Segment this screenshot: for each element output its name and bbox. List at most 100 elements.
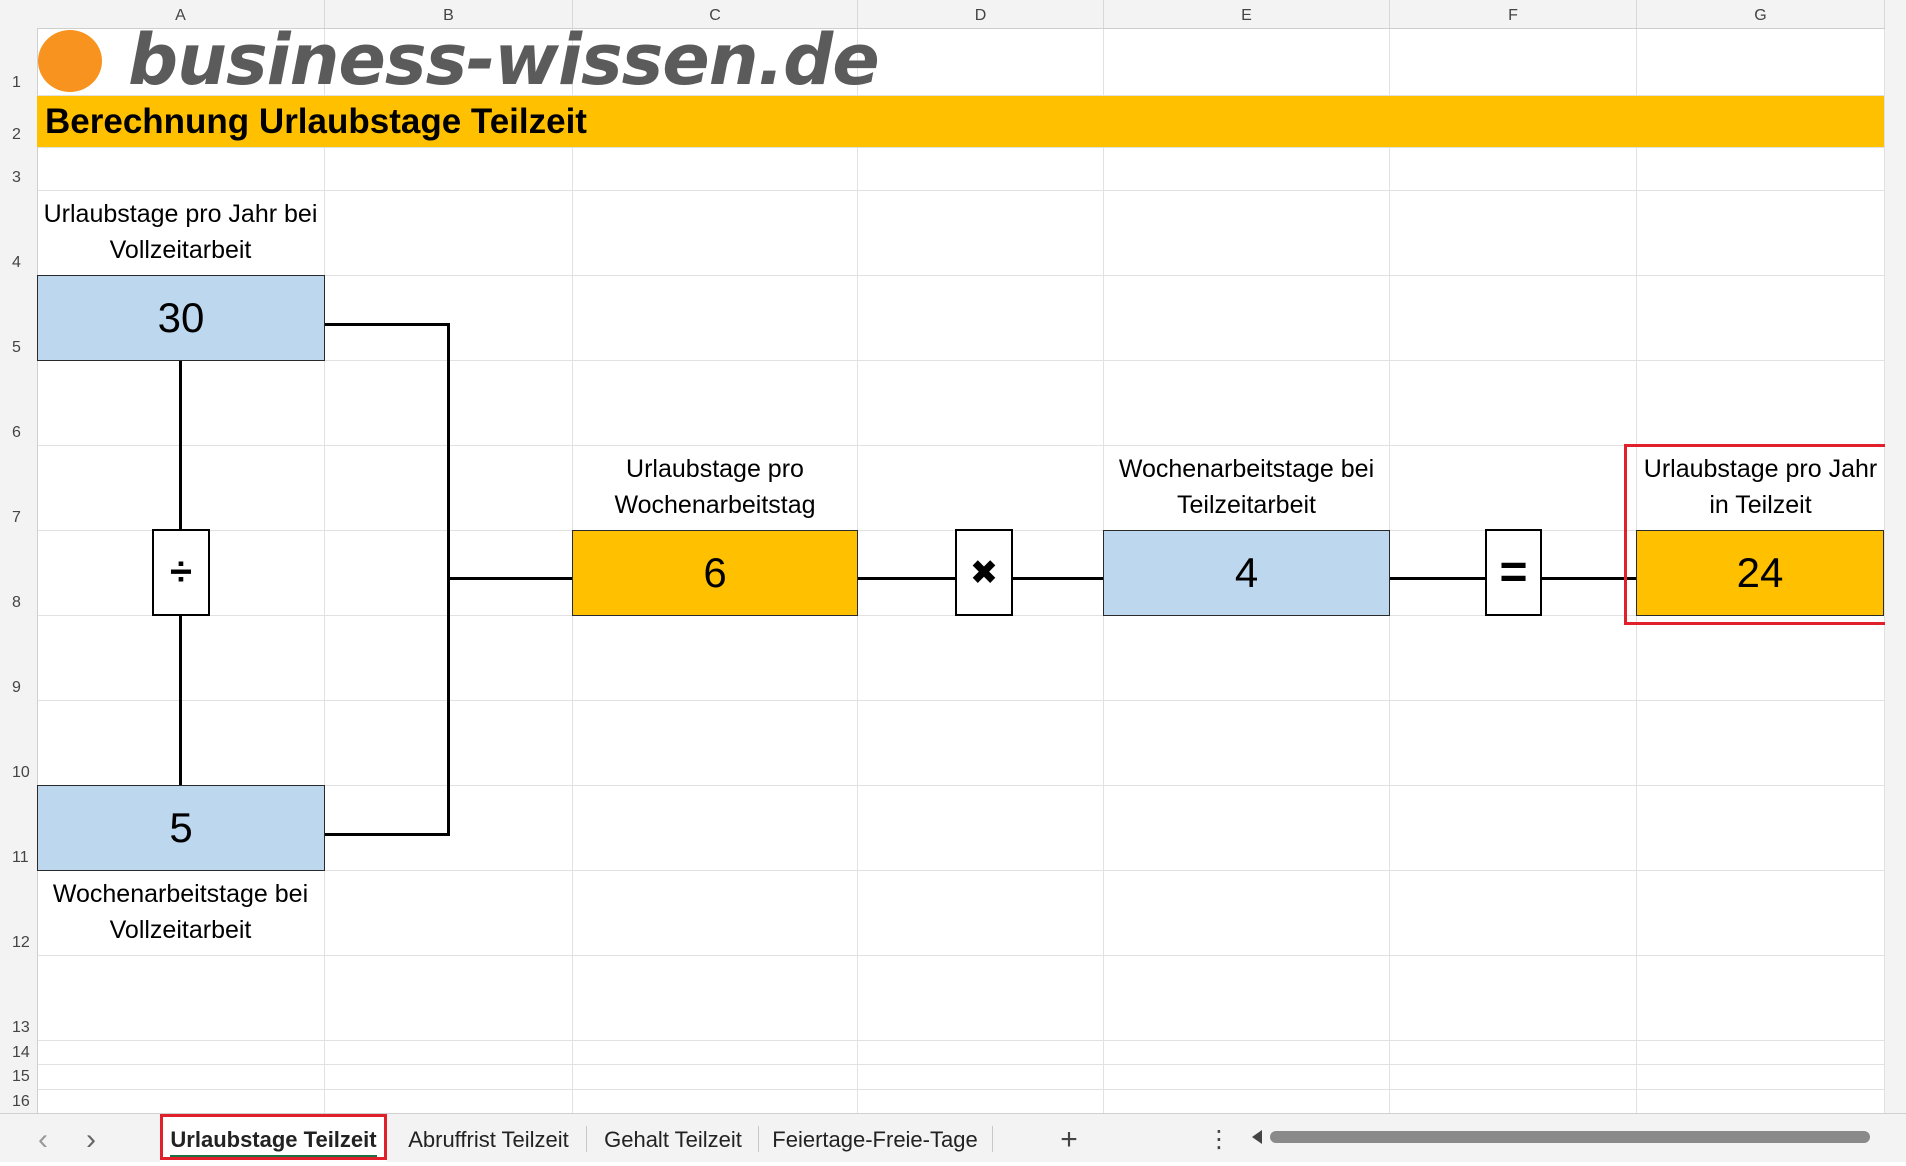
row-header-3[interactable]: 3 [12, 169, 21, 186]
column-header-f[interactable]: F [1508, 7, 1518, 24]
column-header-g[interactable]: G [1754, 7, 1767, 24]
add-sheet-icon[interactable]: + [1060, 1123, 1078, 1156]
result-highlight-frame [1624, 444, 1894, 625]
per-day-cell[interactable]: 6 [572, 530, 858, 616]
per-day-label: Urlaubstage pro Wochenarbeitstag [614, 455, 816, 519]
full-days-value: 30 [157, 294, 205, 341]
logo-text: business-wissen.de [128, 19, 880, 101]
gridline [37, 955, 1884, 956]
active-tab-highlight-frame [160, 1114, 387, 1160]
column-separator [1884, 0, 1885, 28]
row-header-4[interactable]: 4 [12, 254, 21, 271]
column-separator [1103, 0, 1104, 28]
per-day-value: 6 [703, 549, 727, 596]
result-value: 24 [1736, 549, 1784, 596]
gridline [37, 700, 1884, 701]
divide-operator: ÷ [152, 529, 210, 616]
gridline [324, 28, 325, 1113]
row-header-7[interactable]: 7 [12, 509, 21, 526]
gridline [37, 445, 1884, 446]
column-header-c[interactable]: C [709, 7, 721, 24]
divide-icon: ÷ [170, 550, 192, 594]
row-header-bar [0, 28, 38, 1113]
part-week-input[interactable]: 4 [1103, 530, 1390, 616]
connector-line [1012, 577, 1104, 580]
column-header-e[interactable]: E [1241, 7, 1252, 24]
column-header-a[interactable]: A [175, 7, 186, 24]
result-label: Urlaubstage pro Jahr in Teilzeit [1643, 455, 1878, 519]
full-week-value: 5 [169, 804, 193, 851]
tab-label: Urlaubstage Teilzeit [170, 1125, 377, 1158]
logo-dot-icon [38, 30, 102, 92]
connector-line [324, 833, 450, 836]
full-week-input[interactable]: 5 [37, 785, 325, 871]
tab-separator [992, 1126, 993, 1152]
worksheet[interactable]: A B C D E F G 1 2 3 4 5 6 7 8 9 10 11 12… [0, 0, 1906, 1113]
tab-urlaubstage-teilzeit[interactable]: Urlaubstage Teilzeit [160, 1114, 387, 1162]
column-separator [572, 0, 573, 28]
connector-line [179, 360, 182, 530]
column-separator [857, 0, 858, 28]
row-header-1[interactable]: 1 [12, 74, 21, 91]
full-days-input[interactable]: 30 [37, 275, 325, 361]
tab-separator [758, 1126, 759, 1152]
gridline [37, 275, 1884, 276]
gridline [37, 190, 1884, 191]
full-days-label: Urlaubstage pro Jahr bei Vollzeitarbeit [43, 200, 318, 264]
sheet-tab-bar: ‹ › Urlaubstage Teilzeit Abruffrist Teil… [0, 1113, 1906, 1162]
row-header-11[interactable]: 11 [12, 849, 29, 866]
gridline [37, 785, 1884, 786]
row-header-6[interactable]: 6 [12, 424, 21, 441]
row-header-12[interactable]: 12 [12, 934, 30, 951]
gridline [1884, 28, 1885, 1113]
result-cell[interactable]: 24 [1636, 530, 1884, 616]
connector-line [1541, 577, 1637, 580]
connector-line [179, 615, 182, 785]
part-week-value: 4 [1234, 549, 1259, 596]
gridline [37, 95, 1884, 96]
equals-icon: = [1499, 546, 1528, 599]
multiply-operator: ✖ [955, 529, 1013, 616]
connector-line [857, 577, 956, 580]
multiply-icon: ✖ [969, 553, 999, 592]
row-header-16[interactable]: 16 [12, 1093, 30, 1110]
gridline [37, 870, 1884, 871]
row-header-15[interactable]: 15 [12, 1068, 30, 1085]
column-header-b[interactable]: B [443, 7, 454, 24]
scroll-left-arrow-icon[interactable] [1252, 1130, 1262, 1144]
row-header-9[interactable]: 9 [12, 679, 21, 696]
row-header-10[interactable]: 10 [12, 764, 30, 781]
connector-line [324, 323, 450, 326]
column-separator [324, 0, 325, 28]
tab-scroll-right-icon[interactable]: › [86, 1123, 96, 1156]
column-separator [1389, 0, 1390, 28]
tab-separator [586, 1126, 587, 1152]
tab-feiertage-freie-tage[interactable]: Feiertage-Freie-Tage [772, 1127, 978, 1152]
connector-line [1389, 577, 1486, 580]
connector-line [447, 577, 572, 580]
title-banner[interactable]: Berechnung Urlaubstage Teilzeit [37, 96, 1884, 147]
part-week-label: Wochenarbeitstage bei Teilzeitarbeit [1118, 455, 1375, 519]
row-header-5[interactable]: 5 [12, 339, 21, 356]
tab-scroll-left-icon[interactable]: ‹ [38, 1123, 48, 1156]
row-header-13[interactable]: 13 [12, 1019, 30, 1036]
horizontal-scrollbar-thumb[interactable] [1270, 1131, 1870, 1143]
gridline [37, 360, 1884, 361]
row-header-8[interactable]: 8 [12, 594, 21, 611]
tab-abruffrist-teilzeit[interactable]: Abruffrist Teilzeit [408, 1127, 569, 1152]
full-week-label: Wochenarbeitstage bei Vollzeitarbeit [52, 880, 309, 944]
gridline [37, 147, 1884, 148]
gridline [37, 1064, 1884, 1065]
column-separator [1636, 0, 1637, 28]
row-header-14[interactable]: 14 [12, 1044, 30, 1061]
row-header-2[interactable]: 2 [12, 126, 21, 143]
gridline [37, 1089, 1884, 1090]
column-header-d[interactable]: D [974, 7, 987, 24]
column-header-bar [0, 0, 1906, 29]
equals-operator: = [1485, 529, 1542, 616]
page-title: Berechnung Urlaubstage Teilzeit [45, 102, 587, 141]
vertical-scrollbar[interactable] [1885, 28, 1906, 1113]
gridline [37, 1040, 1884, 1041]
tab-gehalt-teilzeit[interactable]: Gehalt Teilzeit [604, 1127, 742, 1152]
more-options-icon[interactable]: ⋮ [1207, 1126, 1231, 1153]
